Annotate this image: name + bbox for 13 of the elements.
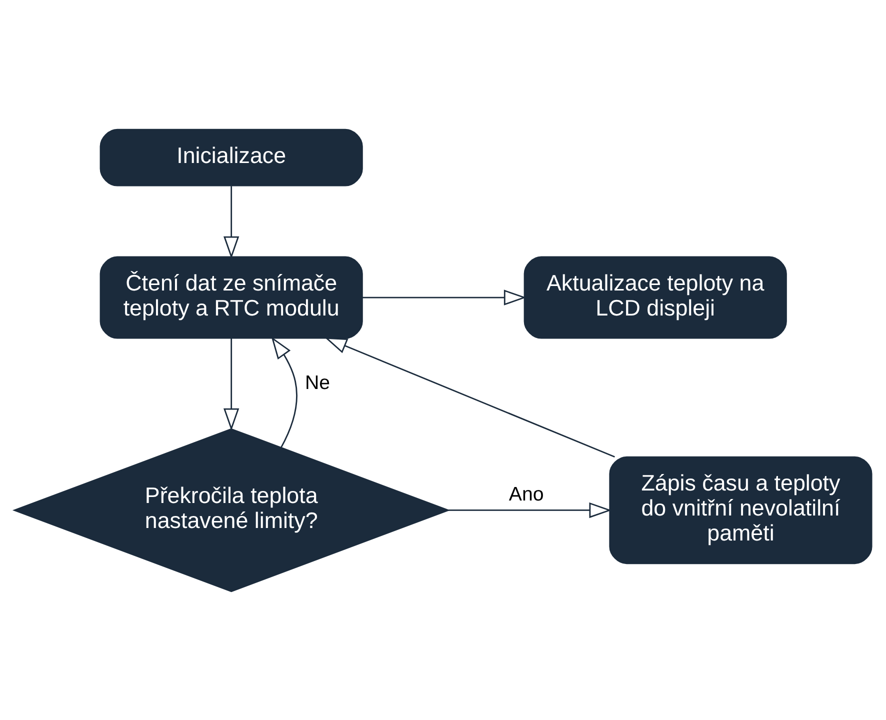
arrow: [448, 502, 612, 518]
arrow: [271, 336, 298, 448]
node-box: Inicializace: [100, 128, 363, 186]
arrow: [224, 186, 240, 258]
edge-label: Ano: [508, 483, 544, 506]
node-box: Zápis času a teploty do vnitřní nevolatilní paměti: [609, 456, 872, 564]
node-diamond: Překročila teplota nastavené limity?: [12, 428, 450, 592]
node-box: Čtení dat ze snímače teploty a RTC modulu: [100, 256, 363, 338]
edge-label: Ne: [304, 371, 330, 394]
node-box: Aktualizace teploty na LCD displeji: [524, 256, 787, 338]
arrow: [224, 338, 240, 430]
arrow: [362, 289, 526, 305]
arrow: [324, 336, 615, 458]
